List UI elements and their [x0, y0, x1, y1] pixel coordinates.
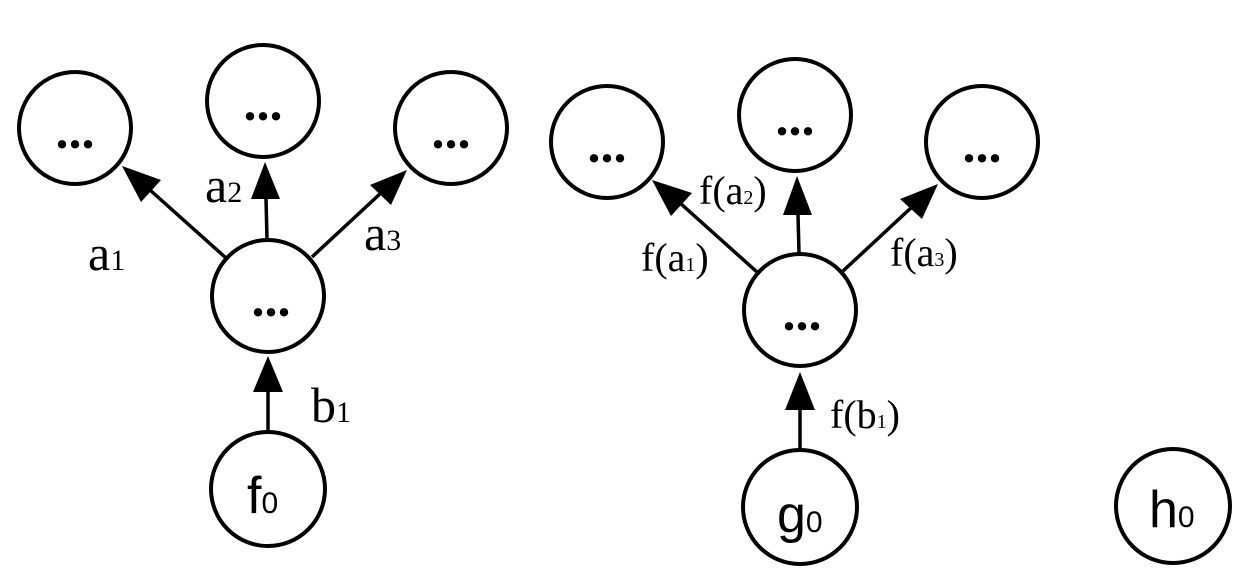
right-tree: ... ... ... ... g0 f(a1) f(a2) f(a3) f(b… [549, 57, 1040, 566]
edge-label-f-a1: f(a1) [641, 235, 709, 280]
edge-label-b1: b1 [311, 377, 351, 433]
svg-text:...: ... [252, 271, 291, 328]
arrowhead-icon [785, 372, 815, 410]
edge-label-a3: a3 [364, 205, 401, 261]
node-right-child-3: ... [924, 84, 1040, 200]
svg-text:...: ... [56, 103, 95, 160]
node-f0: f0 [209, 430, 327, 548]
node-g0-label: g0 [777, 486, 823, 544]
arrowhead-icon [122, 166, 161, 202]
edge-b1 [253, 356, 283, 433]
edge-a1 [122, 166, 228, 260]
node-right-child-2: ... [737, 57, 853, 173]
svg-text:...: ... [244, 75, 283, 132]
svg-text:...: ... [588, 117, 627, 174]
arrowhead-icon [652, 180, 692, 216]
edge-label-a1: a1 [88, 225, 125, 281]
svg-text:...: ... [783, 285, 822, 342]
edge-f-b1 [785, 372, 815, 451]
edge-label-f-b1: f(b1) [830, 392, 900, 437]
node-right-child-1: ... [549, 84, 665, 200]
edge-label-f-a3: f(a3) [890, 230, 958, 275]
node-left-middle: ... [210, 238, 326, 354]
node-right-middle: ... [742, 252, 858, 368]
node-left-child-2: ... [205, 43, 321, 159]
node-f0-label: f0 [247, 467, 278, 525]
arrowhead-icon [783, 176, 812, 215]
edge-f-a2 [783, 176, 812, 254]
svg-text:...: ... [776, 90, 815, 147]
node-h0: h0 [1114, 447, 1232, 565]
node-left-child-1: ... [17, 70, 133, 186]
node-h0-label: h0 [1149, 481, 1195, 539]
arrowhead-icon [900, 184, 938, 219]
svg-text:...: ... [432, 103, 471, 160]
edge-a3 [310, 170, 407, 259]
arrowhead-icon [370, 170, 407, 205]
node-g0: g0 [741, 448, 859, 566]
svg-text:...: ... [963, 117, 1002, 174]
node-left-child-3: ... [393, 70, 509, 186]
edge-label-f-a2: f(a2) [699, 168, 767, 213]
left-tree: ... ... ... ... f0 a1 a2 a3 b1 [17, 43, 509, 548]
edge-f-a3 [841, 184, 938, 273]
arrowhead-icon [253, 356, 283, 392]
edge-label-a2: a2 [205, 157, 242, 213]
edge-f-a1 [652, 180, 759, 274]
edge-a2 [251, 162, 280, 240]
arrowhead-icon [251, 162, 280, 199]
